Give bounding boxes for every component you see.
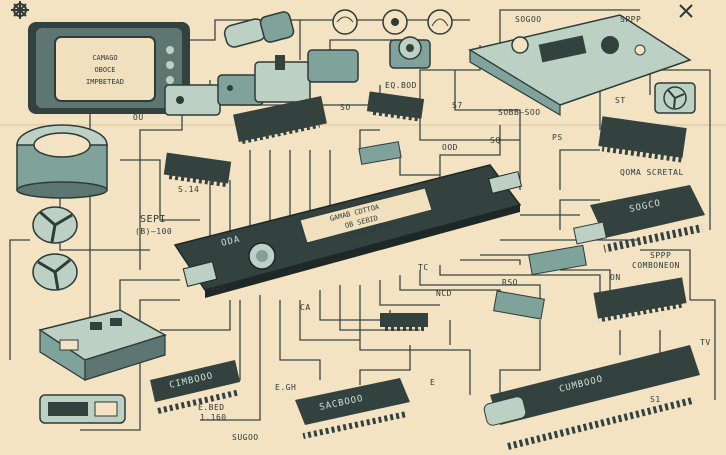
fan-icon-left-1 — [32, 206, 78, 244]
chip-right-bottom: CUMBOOO — [483, 345, 700, 450]
e-label: E — [430, 378, 435, 387]
e-bed-label-2: 1.160 — [200, 413, 227, 422]
sobb-label: SOBB—SOO — [498, 108, 541, 117]
eq-module: EQ.BOD — [385, 36, 431, 90]
ca-label: CA — [300, 303, 311, 312]
speaker-disc — [16, 124, 108, 199]
monitor-line-1: CAMAGO — [92, 54, 117, 62]
sq-label: SQ — [490, 136, 501, 145]
sppp-combon-label-2: COMBONEON — [632, 261, 680, 270]
st-label: ST — [615, 96, 626, 105]
chip-qoma: QOMA SCRETAL — [598, 116, 687, 177]
sepi-label: SEPI — [140, 214, 166, 225]
top-right-label-1: SOGOO — [515, 15, 542, 24]
monitor-line-3: IMPBETEAD — [86, 78, 124, 86]
sz-label: S7 — [452, 101, 463, 110]
fan-icon — [654, 82, 696, 114]
sugoo-label: SUGOO — [232, 433, 259, 442]
on-label: ON — [610, 273, 621, 282]
chip-center-bottom: SACBOOO — [295, 378, 410, 439]
chip-upper-center: SO — [340, 91, 425, 122]
top-right-label-2: SPPP — [620, 15, 641, 24]
monitor-line-2: OBOCE — [94, 66, 115, 74]
switch-board — [38, 309, 167, 382]
rso-label: RSO — [502, 278, 518, 287]
ocd-label: OOD — [442, 143, 458, 152]
gear-icon — [11, 1, 29, 19]
cross-icon — [679, 4, 693, 18]
monitor-screen — [54, 36, 156, 102]
module-mid-right: ON — [380, 244, 621, 331]
chip-lower-right-small: TV — [593, 277, 710, 347]
e-bed-label-1: E.BED — [198, 403, 225, 412]
s14-label: S.14 — [178, 185, 199, 194]
ou-label: OU — [133, 113, 144, 122]
ps-label: PS — [552, 133, 563, 142]
ncd-label: NCD — [436, 289, 452, 298]
sppp-combon-label-1: SPPP — [650, 251, 671, 260]
main-microcontroller: GAMAB CDTTOA OB SEBID OSEEN BOIIN ODA — [173, 164, 523, 298]
sensor-board: SOGOO SPPP SOBB—SOO ST — [468, 14, 692, 117]
tv-label: TV — [700, 338, 711, 347]
usb-connector — [39, 394, 126, 424]
chip-small-left: S.14 — [163, 152, 232, 194]
tc-label: TC — [418, 263, 429, 272]
connector-module — [164, 49, 359, 116]
dial-icons — [332, 9, 453, 35]
chip-small-mid: OOD SQ — [358, 136, 501, 165]
crt-monitor: CAMAGO OBOCE IMPBETEAD — [28, 22, 190, 114]
s1s-label: S1S — [210, 283, 226, 292]
cable-plug-top — [223, 11, 295, 48]
s1-label: S1 — [650, 395, 661, 404]
misc-labels: OU PS TC NCD RSO E CA S1 S7 S1S — [133, 101, 661, 404]
chip-upper-left — [233, 95, 327, 145]
e-gh-label: E.GH — [275, 383, 296, 392]
fan-icon-left-2 — [32, 253, 78, 291]
sepi-sub-label: (B)–100 — [135, 227, 172, 236]
chip-right-mid: SOGCO SPPP COMBONEON — [573, 185, 705, 270]
chip-left-bottom: CIMBOOO E.BED 1.160 SUGOO E.GH — [150, 360, 296, 442]
eq-mod-label: EQ.BOD — [385, 81, 417, 90]
so-label: SO — [340, 103, 351, 112]
qoma-label: QOMA SCRETAL — [620, 168, 684, 177]
main-chip-side-label: ODA — [220, 235, 241, 249]
